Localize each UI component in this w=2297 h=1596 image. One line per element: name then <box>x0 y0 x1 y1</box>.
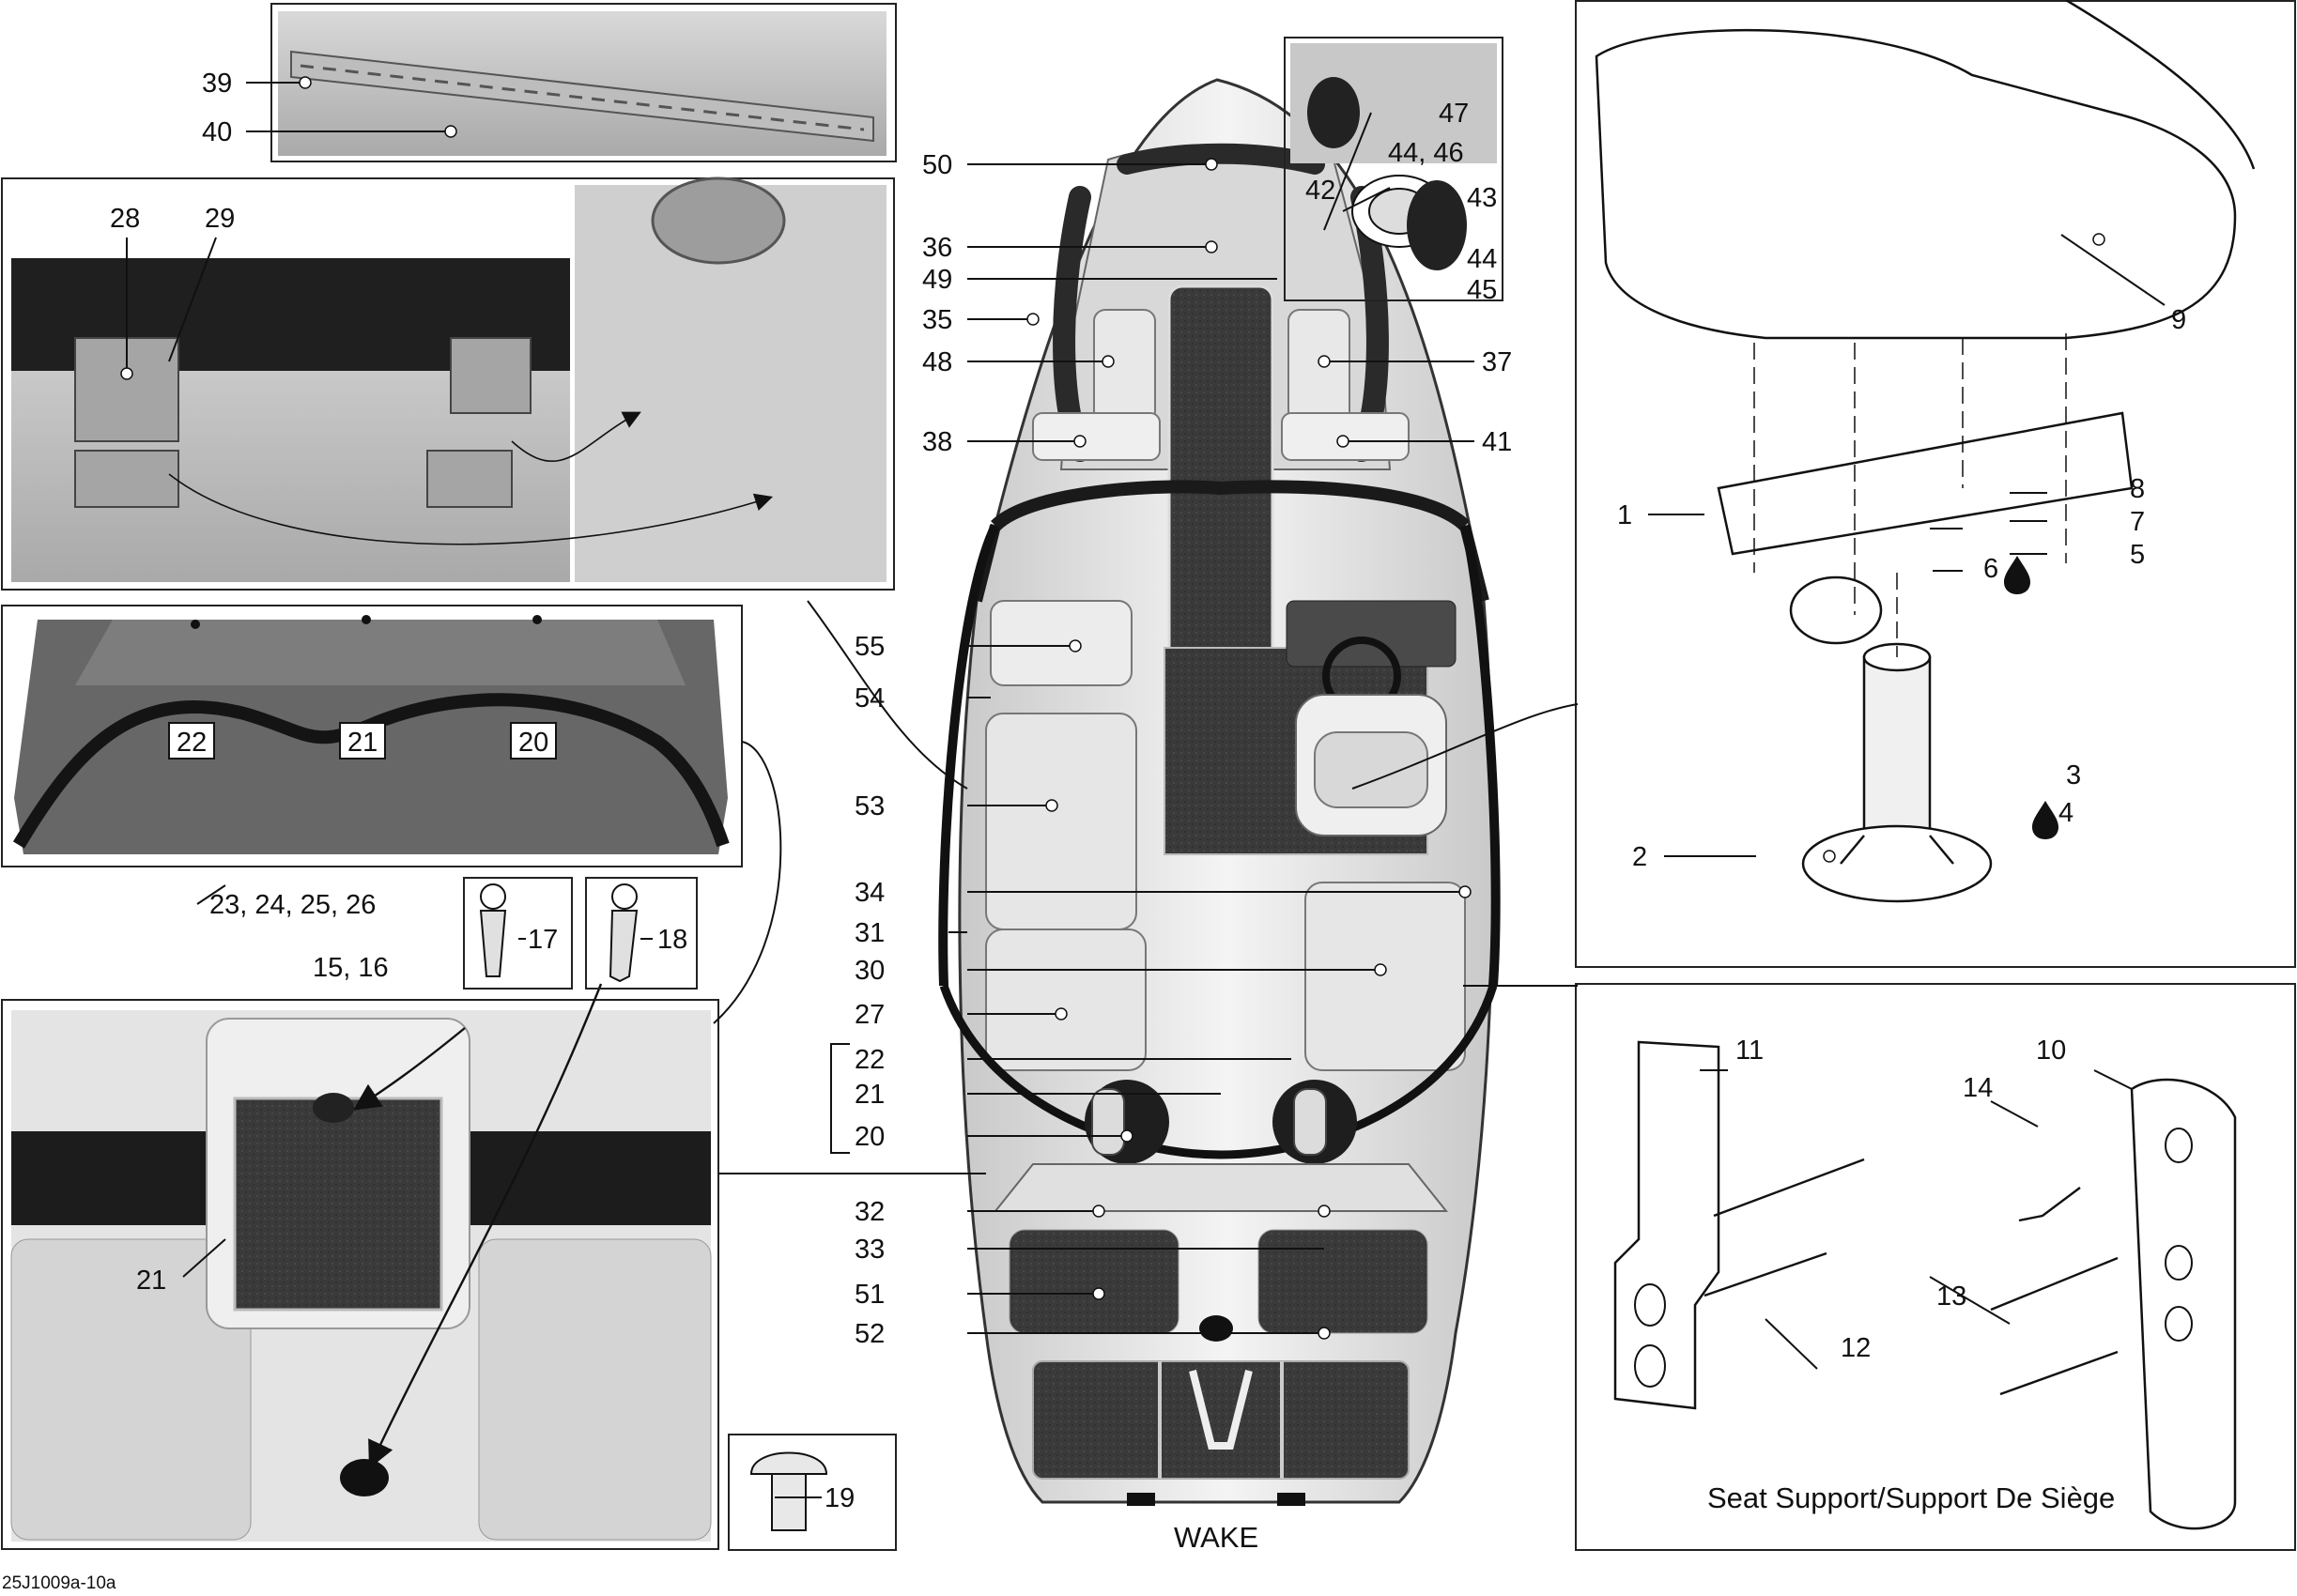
label-boxes <box>168 722 557 760</box>
part-labels: 39 40 28 29 22 21 20 23, 24, 25, 26 17 1… <box>2 69 2186 1593</box>
label-21-seat: 21 <box>136 1266 166 1296</box>
label-49: 49 <box>922 265 952 295</box>
label-44-46: 44, 46 <box>1388 138 1464 168</box>
screw-19-inset <box>728 1434 897 1551</box>
label-23-26: 23, 24, 25, 26 <box>209 890 376 920</box>
boat-wake-label: WAKE <box>1174 1521 1258 1554</box>
label-53: 53 <box>855 791 885 821</box>
label-37: 37 <box>1482 347 1512 377</box>
label-2: 2 <box>1632 842 1647 872</box>
label-13: 13 <box>1936 1281 1966 1312</box>
label-28: 28 <box>110 204 140 234</box>
label-52: 52 <box>855 1319 885 1349</box>
hinge-bracket-inset <box>1 176 895 591</box>
label-41: 41 <box>1482 427 1512 457</box>
label-22: 22 <box>855 1045 885 1075</box>
label-33: 33 <box>855 1235 885 1265</box>
label-39: 39 <box>202 69 232 99</box>
label-43: 43 <box>1467 183 1497 213</box>
label-15-16: 15, 16 <box>313 953 389 983</box>
seat-storage-inset <box>1 983 719 1550</box>
label-5: 5 <box>2130 540 2145 570</box>
label-21-boxed: 21 <box>347 728 378 758</box>
seat-support-panel <box>1575 0 2296 968</box>
label-40: 40 <box>202 117 232 147</box>
bracket-panel <box>1575 983 2296 1551</box>
label-20: 20 <box>855 1122 885 1152</box>
label-34: 34 <box>855 878 885 908</box>
diagram-code: 25J1009a-10a <box>2 1573 116 1593</box>
drop-icon <box>2004 556 2030 594</box>
callout-dots <box>120 76 2105 1340</box>
label-9: 9 <box>2171 305 2186 335</box>
label-30: 30 <box>855 956 885 986</box>
label-17: 17 <box>528 925 558 955</box>
label-11: 11 <box>1735 1036 1764 1066</box>
label-44: 44 <box>1467 244 1497 274</box>
label-18: 18 <box>657 925 687 955</box>
label-7: 7 <box>2130 507 2145 537</box>
screw-insets <box>463 877 698 990</box>
label-31: 31 <box>855 918 885 948</box>
label-22-boxed: 22 <box>177 728 207 758</box>
label-21: 21 <box>855 1080 885 1110</box>
label-54: 54 <box>855 683 885 714</box>
leader-lines <box>126 82 2166 1498</box>
label-51: 51 <box>855 1280 885 1310</box>
seat-support-caption: Seat Support/Support De Siège <box>1707 1481 2115 1514</box>
label-20-boxed: 20 <box>518 728 548 758</box>
label-6: 6 <box>1983 554 1998 584</box>
label-45: 45 <box>1467 275 1497 305</box>
label-box-text: 22 21 20 <box>177 728 548 758</box>
label-38: 38 <box>922 427 952 457</box>
label-35: 35 <box>922 305 952 335</box>
label-19: 19 <box>825 1483 855 1513</box>
label-10: 10 <box>2036 1036 2066 1066</box>
label-55: 55 <box>855 632 885 662</box>
label-4: 4 <box>2058 798 2073 828</box>
label-1: 1 <box>1617 500 1632 530</box>
label-12: 12 <box>1841 1333 1871 1363</box>
label-3: 3 <box>2066 760 2081 790</box>
label-50: 50 <box>922 150 952 180</box>
label-47: 47 <box>1439 99 1469 129</box>
label-42: 42 <box>1305 176 1335 206</box>
label-36: 36 <box>922 233 952 263</box>
label-32: 32 <box>855 1197 885 1227</box>
label-27: 27 <box>855 1000 885 1030</box>
fitting-inset <box>1284 37 1503 301</box>
drop-icon <box>2032 801 2058 839</box>
label-48: 48 <box>922 347 952 377</box>
label-8: 8 <box>2130 474 2145 504</box>
label-29: 29 <box>205 204 235 234</box>
hinge-inset <box>270 3 897 162</box>
boat-top-view <box>938 78 1501 1506</box>
label-14: 14 <box>1963 1073 1993 1103</box>
loctite-drop-icons <box>2004 556 2058 839</box>
